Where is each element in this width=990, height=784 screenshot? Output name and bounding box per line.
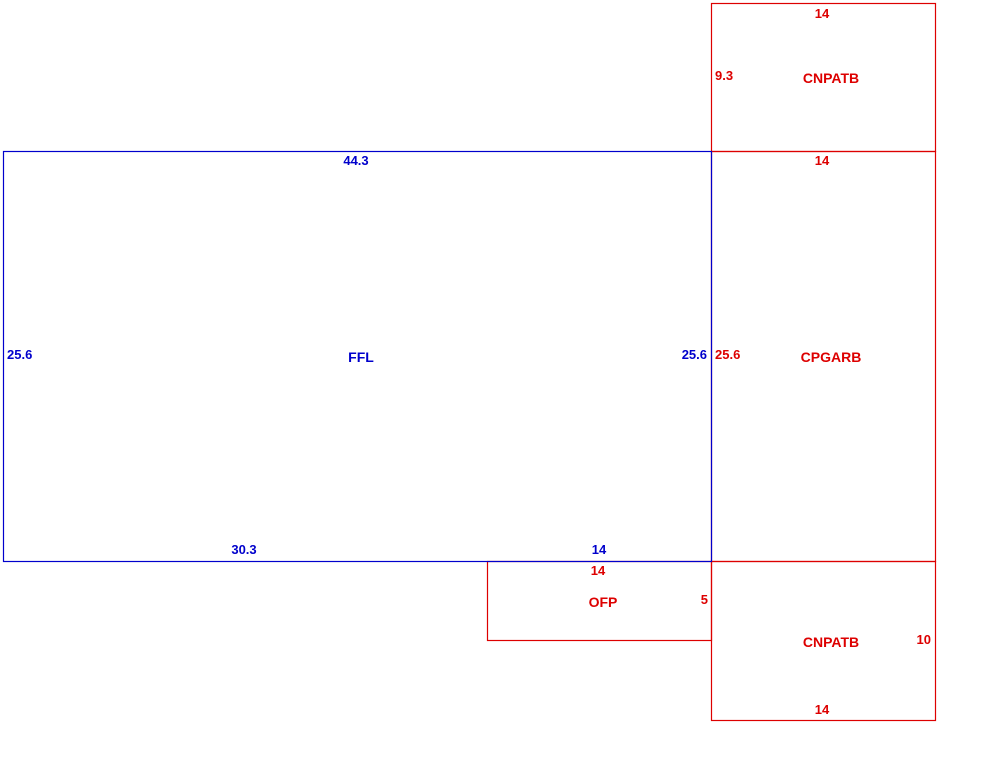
area-cpgarb: CPGARB 14 25.6 xyxy=(710,150,937,563)
area-cnpatb-bottom-dim-bottom: 14 xyxy=(815,702,830,717)
area-ffl-dim-left: 25.6 xyxy=(7,347,32,362)
area-ffl-dim-top: 44.3 xyxy=(343,153,368,168)
area-cnpatb-bottom-dim-right: 10 xyxy=(917,632,931,647)
area-cpgarb-label: CPGARB xyxy=(801,349,862,365)
area-ffl-dim-right: 25.6 xyxy=(682,347,707,362)
area-cnpatb-bottom: CNPATB 10 14 xyxy=(710,560,937,722)
area-cpgarb-dim-left: 25.6 xyxy=(715,347,740,362)
area-cnpatb-top-label: CNPATB xyxy=(803,70,859,86)
area-cnpatb-top-dim-left: 9.3 xyxy=(715,68,733,83)
area-cnpatb-bottom-label: CNPATB xyxy=(803,634,859,650)
area-cnpatb-bottom-outline xyxy=(710,560,937,722)
area-ofp-label: OFP xyxy=(589,594,618,610)
area-cnpatb-top: CNPATB 14 9.3 xyxy=(710,2,937,153)
area-ffl-dim-bottom-left: 30.3 xyxy=(231,542,256,557)
area-ffl-dim-bottom-right: 14 xyxy=(592,542,607,557)
area-ffl: FFL 44.3 25.6 25.6 30.3 14 xyxy=(2,150,713,563)
area-ffl-outline xyxy=(2,150,713,563)
area-ofp-dim-right: 5 xyxy=(701,592,708,607)
area-ffl-label: FFL xyxy=(348,349,374,365)
area-ofp-dim-top: 14 xyxy=(591,563,606,578)
area-cnpatb-top-dim-top: 14 xyxy=(815,6,830,21)
area-cpgarb-dim-top: 14 xyxy=(815,153,830,168)
area-ofp: OFP 14 5 xyxy=(486,560,713,642)
